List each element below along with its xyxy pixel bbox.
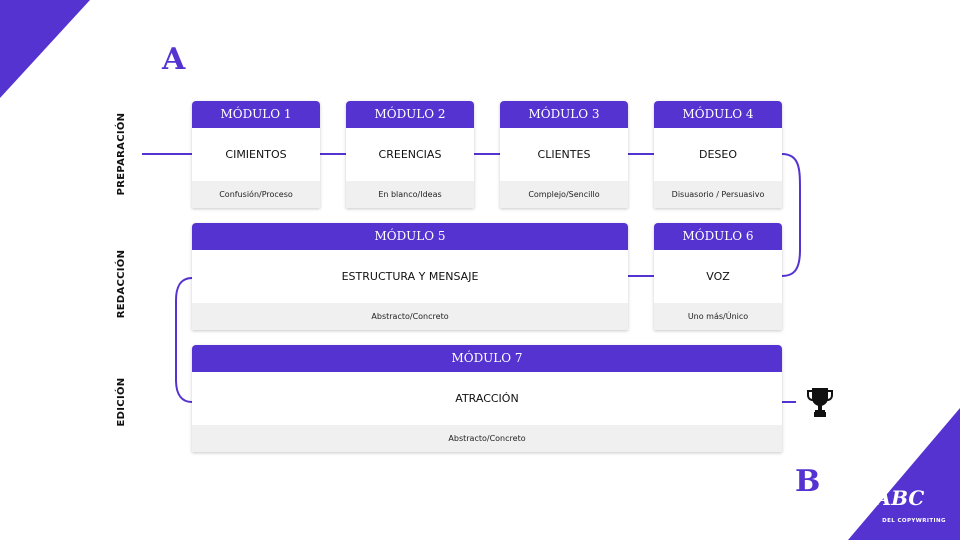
module-card-4: MÓDULO 4 DESEO Disuasorio / Persuasivo [654,101,782,208]
module-title: DESEO [654,128,782,181]
connector-4-6 [781,153,801,277]
module-header: MÓDULO 1 [192,101,320,128]
phase-label-edicion: EDICIÓN [116,377,127,427]
corner-decoration-top-left [0,0,90,98]
module-card-1: MÓDULO 1 CIMIENTOS Confusión/Proceso [192,101,320,208]
module-card-7: MÓDULO 7 ATRACCIÓN Abstracto/Concreto [192,345,782,452]
module-subtitle: Confusión/Proceso [192,181,320,208]
module-title: CIMIENTOS [192,128,320,181]
module-header: MÓDULO 2 [346,101,474,128]
module-card-5: MÓDULO 5 ESTRUCTURA Y MENSAJE Abstracto/… [192,223,628,330]
phase-label-preparacion: PREPARACIÓN [116,112,127,196]
module-title: VOZ [654,250,782,303]
module-subtitle: Complejo/Sencillo [500,181,628,208]
trophy-icon [806,386,834,418]
module-header: MÓDULO 7 [192,345,782,372]
module-title: ATRACCIÓN [192,372,782,425]
module-header: MÓDULO 3 [500,101,628,128]
module-header: MÓDULO 4 [654,101,782,128]
phase-label-redaccion: REDACCIÓN [116,249,127,319]
start-marker: A [162,42,186,77]
module-header: MÓDULO 6 [654,223,782,250]
module-subtitle: Disuasorio / Persuasivo [654,181,782,208]
end-marker: B [795,464,821,499]
logo-tagline: DEL COPYWRITING [882,518,946,524]
module-subtitle: Abstracto/Concreto [192,425,782,452]
module-card-3: MÓDULO 3 CLIENTES Complejo/Sencillo [500,101,628,208]
module-subtitle: Uno más/Único [654,303,782,330]
corner-decoration-bottom-right [848,408,960,540]
module-subtitle: Abstracto/Concreto [192,303,628,330]
module-title: ESTRUCTURA Y MENSAJE [192,250,628,303]
module-card-6: MÓDULO 6 VOZ Uno más/Único [654,223,782,330]
module-card-2: MÓDULO 2 CREENCIAS En blanco/Ideas [346,101,474,208]
logo-mark: ABC [875,486,925,510]
connector-5-7 [175,277,193,403]
module-subtitle: En blanco/Ideas [346,181,474,208]
module-header: MÓDULO 5 [192,223,628,250]
module-title: CREENCIAS [346,128,474,181]
module-title: CLIENTES [500,128,628,181]
